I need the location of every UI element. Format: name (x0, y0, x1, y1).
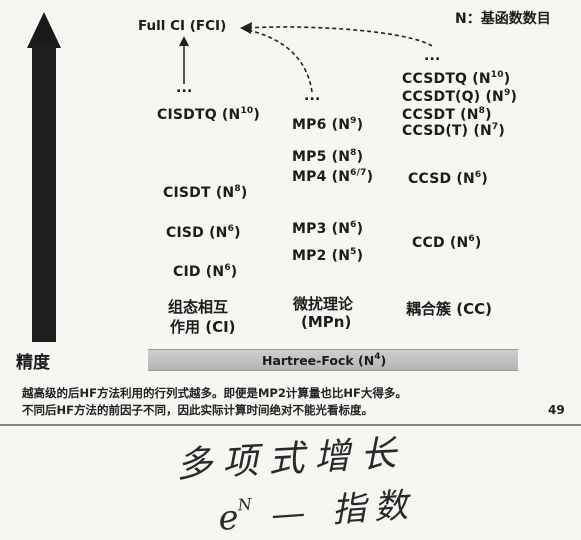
ci-item-cisdt: CISDT (N8) (163, 184, 248, 201)
cc-item-ccsd: CCSD (N6) (408, 170, 488, 187)
cc-ellipsis: ... (424, 48, 441, 64)
ci-caption-line2: 作用 (CI) (170, 318, 236, 336)
ci-item-cisd: CISD (N6) (166, 224, 241, 241)
cc-to-fci-dashed-arrow (243, 26, 433, 47)
accuracy-label: 精度 (16, 353, 50, 373)
hartree-fock-label: Hartree-Fock (N4) (262, 352, 387, 368)
accuracy-arrow-icon (27, 12, 61, 48)
footer-line-1: 越高级的后HF方法利用的行列式越多。即便是MP2计算量也比HF大得多。 (22, 386, 407, 400)
mp-to-fci-dashed-arrow (247, 29, 313, 93)
footer-line-2: 不同后HF方法的前因子不同，因此实际计算时间绝对不能光看标度。 (22, 403, 373, 417)
ci-to-fci-arrowhead-icon (179, 36, 189, 46)
mp-item-mp4: MP4 (N6/7) (292, 168, 374, 185)
hartree-fock-bar: Hartree-Fock (N4) (148, 349, 518, 371)
mp-item-mp2: MP2 (N5) (292, 247, 364, 264)
cc-item-ccd: CCD (N6) (412, 234, 482, 251)
mp-caption-line2: (MPn) (301, 313, 352, 331)
ci-ellipsis: ... (176, 80, 193, 96)
mp-item-mp6: MP6 (N9) (292, 116, 364, 133)
cc-item-ccsd-t: CCSD(T) (N7) (402, 122, 505, 139)
mp-item-mp5: MP5 (N8) (292, 148, 364, 165)
mp-item-mp3: MP3 (N6) (292, 220, 364, 237)
accuracy-arrow-shaft (32, 46, 56, 342)
mp-ellipsis: ... (304, 88, 321, 104)
cc-item-ccsdtq-pert: CCSDT(Q) (N9) (402, 88, 518, 105)
cc-caption: 耦合簇 (CC) (406, 300, 492, 318)
full-ci-label: Full CI (FCI) (138, 18, 227, 34)
ci-item-cisdtq: CISDTQ (N10) (157, 106, 260, 123)
mp-caption-line1: 微扰理论 (293, 295, 354, 313)
ci-caption-line1: 组态相互 (168, 298, 229, 316)
cc-item-ccsdtq: CCSDTQ (N10) (402, 70, 511, 87)
fci-arrowhead-icon (240, 22, 252, 34)
basis-function-note: N：基函数数目 (455, 11, 551, 27)
cc-item-ccsdt: CCSDT (N8) (402, 106, 492, 123)
ci-item-cid: CID (N6) (173, 263, 238, 280)
page-number: 49 (548, 403, 565, 417)
